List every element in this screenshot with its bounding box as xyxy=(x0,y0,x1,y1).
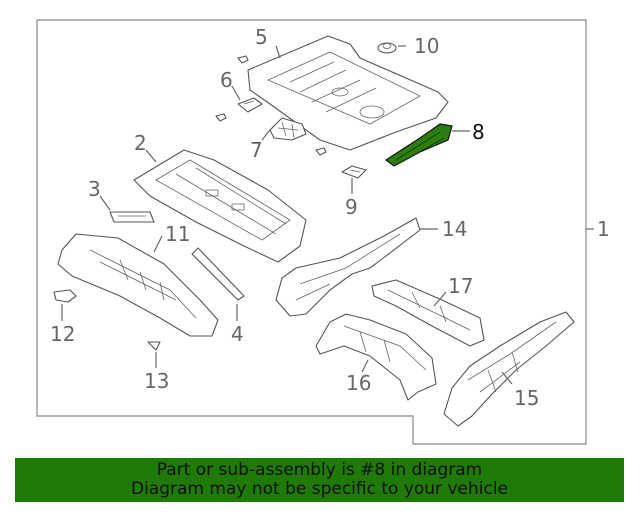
banner-line-1: Part or sub-assembly is #8 in diagram xyxy=(156,460,483,480)
callout-labels: 5 10 6 7 8 9 2 3 11 4 12 13 14 17 16 15 … xyxy=(50,25,610,410)
part-17-rear-member[interactable] xyxy=(371,279,485,347)
part-12-clip[interactable] xyxy=(53,289,77,303)
part-7-crossmember[interactable] xyxy=(269,117,307,141)
part-8-highlighted-reinforcement[interactable] xyxy=(385,123,453,167)
part-6-bracket[interactable] xyxy=(237,97,263,113)
callout-15: 15 xyxy=(514,386,539,410)
callout-2: 2 xyxy=(134,131,147,155)
callout-5: 5 xyxy=(255,25,268,49)
callout-7: 7 xyxy=(250,138,263,162)
part-5-rear-floor-pan[interactable] xyxy=(247,35,449,151)
callout-14: 14 xyxy=(442,217,467,241)
leader-lines xyxy=(61,45,594,385)
part-3-member[interactable] xyxy=(109,211,155,223)
part-10-plug[interactable] xyxy=(377,42,397,54)
banner-line-2: Diagram may not be specific to your vehi… xyxy=(130,479,508,499)
part-13-clip[interactable] xyxy=(147,341,161,351)
callout-9: 9 xyxy=(345,195,358,219)
callout-6: 6 xyxy=(220,68,233,92)
callout-13: 13 xyxy=(144,369,169,393)
callout-3: 3 xyxy=(88,177,101,201)
diagram-notice-banner: Part or sub-assembly is #8 in diagram Di… xyxy=(15,458,624,502)
part-16-rear-floor-side-member[interactable] xyxy=(315,313,437,401)
callout-11: 11 xyxy=(165,222,190,246)
part-9-bracket[interactable] xyxy=(341,165,367,179)
part-15-rear-side-member-ext[interactable] xyxy=(443,311,575,427)
callout-12: 12 xyxy=(50,322,75,346)
callout-16: 16 xyxy=(346,371,371,395)
callout-1: 1 xyxy=(597,217,610,241)
part-14-rear-side-member[interactable] xyxy=(275,217,421,317)
callout-10: 10 xyxy=(414,34,439,58)
callout-17: 17 xyxy=(448,274,473,298)
callout-4: 4 xyxy=(231,322,244,346)
parts-diagram: 5 10 6 7 8 9 2 3 11 4 12 13 14 17 16 15 … xyxy=(36,19,610,445)
assembly-frame xyxy=(36,19,587,445)
part-11-side-sill[interactable] xyxy=(57,233,219,337)
callout-8: 8 xyxy=(472,120,485,144)
part-2-front-floor-panel[interactable] xyxy=(133,149,307,263)
part-4-sill-strip[interactable] xyxy=(191,247,245,301)
small-clips xyxy=(215,55,327,156)
